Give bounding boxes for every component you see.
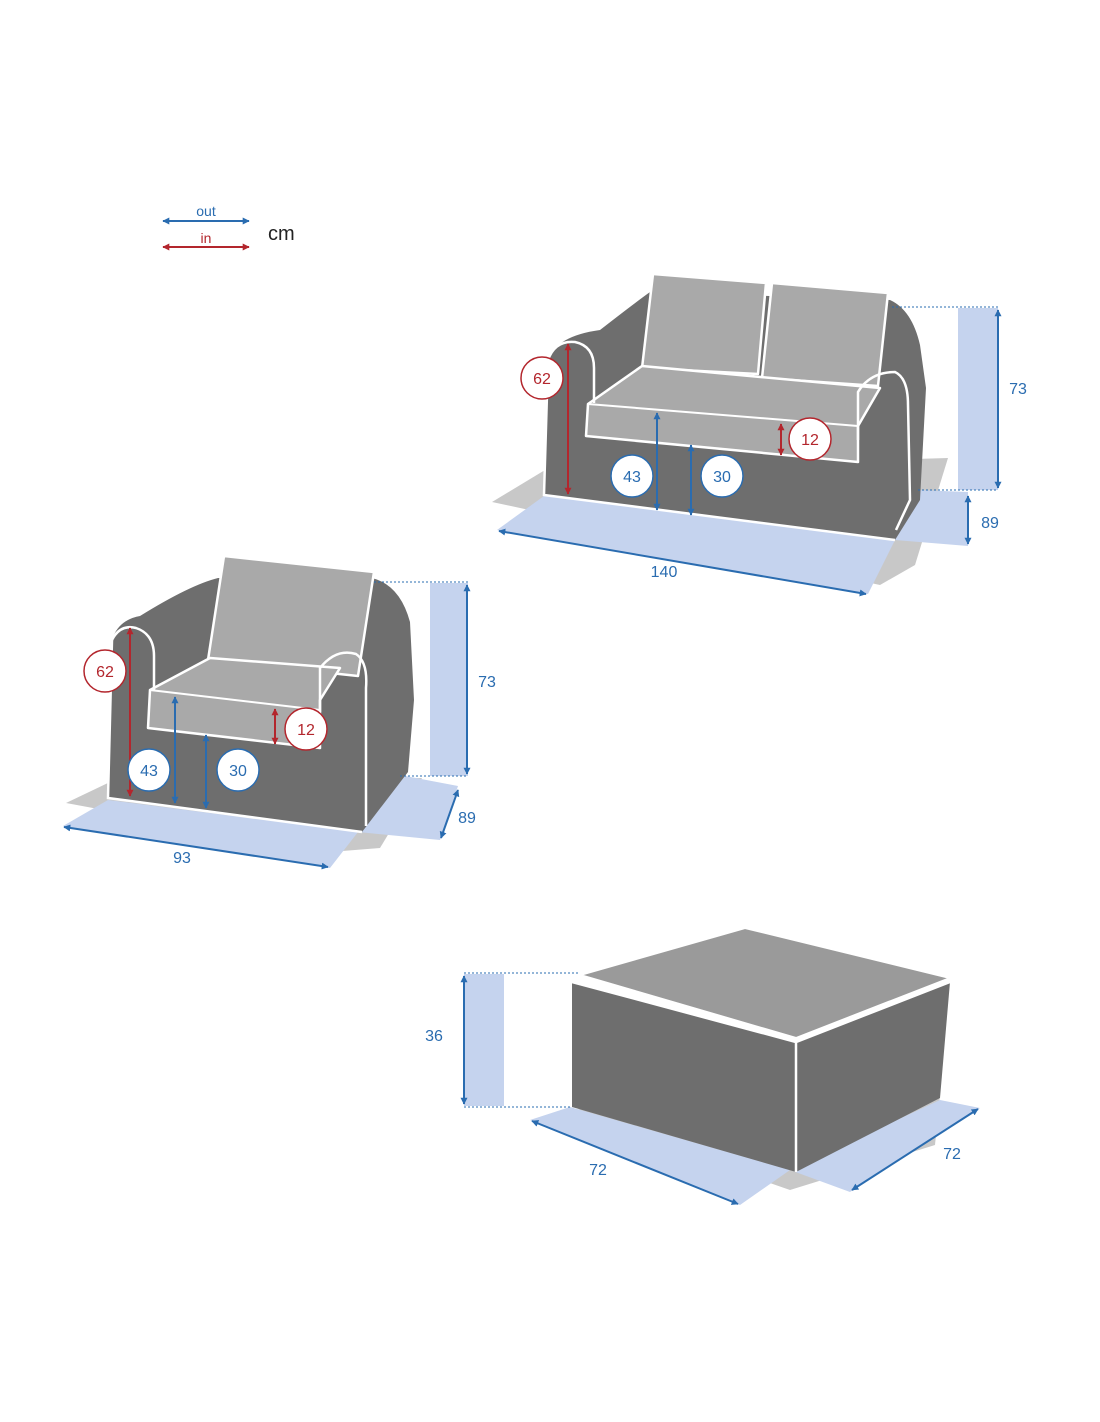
armchair-diagram: 73 89 93 62 12 43 30	[63, 554, 496, 870]
ottoman-width-label: 72	[589, 1162, 607, 1179]
ottoman-edge-outline	[571, 980, 951, 1172]
sofa-seat-height-badge	[610, 454, 654, 498]
legend: out in cm	[162, 203, 295, 251]
sofa-cushion-label: 12	[801, 432, 819, 449]
ottoman-depth-label: 72	[943, 1146, 961, 1163]
ottoman-diagram: 36 72 72	[425, 927, 980, 1205]
armchair-cushion-label: 12	[297, 722, 315, 739]
armchair-width-arrow	[63, 824, 329, 870]
sofa-inner-height-label: 62	[533, 371, 551, 388]
armchair-depth-label: 89	[458, 810, 476, 827]
legend-unit: cm	[268, 223, 295, 245]
armchair-inner-height-badge	[83, 649, 127, 693]
armchair-depth-band	[358, 775, 458, 840]
sofa-right-arm-outline	[856, 370, 912, 531]
ottoman-width-arrow	[531, 1120, 739, 1205]
sofa-seat-height-label: 43	[623, 469, 641, 486]
legend-out-label: out	[196, 203, 216, 219]
sofa-back-cushion-right	[760, 281, 890, 388]
sofa-width-arrow	[498, 528, 867, 597]
sofa-height-label: 73	[1009, 381, 1027, 398]
armchair-width-label: 93	[173, 850, 191, 867]
sofa-outline	[542, 359, 896, 542]
sofa-width-label: 140	[651, 564, 678, 581]
ottoman-height-band	[464, 974, 504, 1106]
ottoman-top	[579, 927, 951, 1039]
ottoman-height-label: 36	[425, 1028, 443, 1045]
ottoman-body-left-face	[572, 982, 796, 1172]
armchair-inner-height-label: 62	[96, 664, 114, 681]
armchair-cushion-badge	[284, 707, 328, 751]
ottoman-body-right-face	[796, 982, 950, 1172]
armchair-under-seat-label: 30	[229, 763, 247, 780]
armchair-seat-edge	[149, 689, 321, 711]
armchair-height-label: 73	[478, 674, 496, 691]
sofa-left-arm-outline	[546, 340, 596, 403]
sofa-cushion-badge	[788, 417, 832, 461]
armchair-under-seat-badge	[216, 748, 260, 792]
sofa-back-cushion-left	[640, 272, 768, 376]
armchair-height-band	[430, 583, 468, 776]
armchair-outline	[106, 639, 363, 834]
sofa-diagram: 73 89 140 62 12 43 30	[492, 272, 1027, 597]
sofa-height-band	[958, 308, 998, 490]
armchair-seat-height-label: 43	[140, 763, 158, 780]
legend-in-label: in	[201, 230, 212, 246]
sofa-inner-height-badge	[520, 356, 564, 400]
armchair-right-arm-outline	[318, 651, 368, 826]
sofa-depth-label: 89	[981, 515, 999, 532]
armchair-back-cushion	[206, 554, 376, 678]
armchair-seat-height-badge	[127, 748, 171, 792]
armchair-depth-arrow	[439, 789, 460, 839]
armchair-left-arm-outline	[110, 626, 156, 690]
sofa-under-seat-badge	[700, 454, 744, 498]
ottoman-depth-arrow	[851, 1108, 979, 1191]
sofa-under-seat-label: 30	[713, 469, 731, 486]
